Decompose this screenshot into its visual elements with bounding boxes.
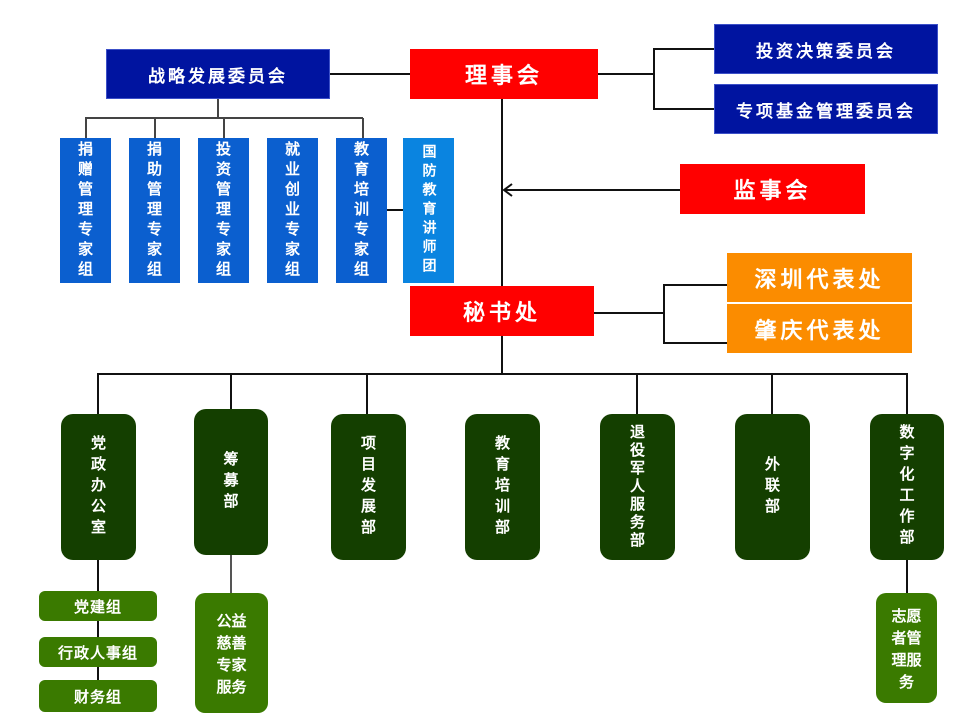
expert-group-education[interactable]: 教育培训专家组 xyxy=(336,138,387,283)
sub-group-label: 财务组 xyxy=(73,687,122,706)
sub-unit-label: 志愿者管理服务 xyxy=(891,607,922,691)
strategy-committee-box[interactable]: 战略发展委员会 xyxy=(106,49,330,99)
expert-group-label: 投资管理专家组 xyxy=(214,140,232,281)
fundraising-sub-unit[interactable]: 公益慈善专家服务 xyxy=(195,593,268,713)
rep-office-label: 深圳代表处 xyxy=(754,266,885,293)
dept-label: 外联部 xyxy=(763,455,781,519)
dept-external-relations[interactable]: 外联部 xyxy=(735,414,810,560)
expert-group-donation[interactable]: 捐赠管理专家组 xyxy=(60,138,111,283)
dept-label: 筹募部 xyxy=(221,450,240,514)
dept-label: 党政办公室 xyxy=(89,434,107,540)
expert-group-label: 国防教育讲师团 xyxy=(420,144,437,277)
special-fund-committee-label: 专项基金管理委员会 xyxy=(736,101,916,122)
expert-group-employment[interactable]: 就业创业专家组 xyxy=(267,138,318,283)
expert-group-label: 就业创业专家组 xyxy=(283,140,301,281)
special-fund-committee-box[interactable]: 专项基金管理委员会 xyxy=(714,84,938,134)
expert-group-label: 教育培训专家组 xyxy=(352,140,370,281)
group-finance[interactable]: 财务组 xyxy=(39,680,157,712)
expert-group-aid[interactable]: 捐助管理专家组 xyxy=(129,138,180,283)
board-label: 理事会 xyxy=(464,63,543,89)
expert-group-label: 捐赠管理专家组 xyxy=(76,140,94,281)
sub-unit-label: 公益慈善专家服务 xyxy=(216,612,247,696)
strategy-committee-label: 战略发展委员会 xyxy=(148,66,288,87)
dept-party-office[interactable]: 党政办公室 xyxy=(61,414,136,560)
bracket-reps xyxy=(663,284,727,344)
sub-group-label: 党建组 xyxy=(73,597,122,616)
bracket-committees xyxy=(653,48,714,110)
dept-project-development[interactable]: 项目发展部 xyxy=(331,414,406,560)
secretariat-box[interactable]: 秘书处 xyxy=(410,286,594,336)
dept-education-training[interactable]: 教育培训部 xyxy=(465,414,540,560)
rep-office-label: 肇庆代表处 xyxy=(754,317,885,344)
investment-committee-box[interactable]: 投资决策委员会 xyxy=(714,24,938,74)
dept-veteran-services[interactable]: 退役军人服务部 xyxy=(600,414,675,560)
volunteer-management-unit[interactable]: 志愿者管理服务 xyxy=(876,593,937,703)
dept-fundraising[interactable]: 筹募部 xyxy=(194,409,268,555)
dept-label: 退役军人服务部 xyxy=(628,424,646,550)
expert-group-label: 捐助管理专家组 xyxy=(145,140,163,281)
dept-label: 教育培训部 xyxy=(493,434,511,540)
rep-office-zhaoqing[interactable]: 肇庆代表处 xyxy=(727,304,912,353)
group-party-building[interactable]: 党建组 xyxy=(39,591,157,621)
rep-office-shenzhen[interactable]: 深圳代表处 xyxy=(727,253,912,302)
arrow-head-icon xyxy=(502,183,513,197)
supervisory-board-box[interactable]: 监事会 xyxy=(680,164,865,214)
secretariat-label: 秘书处 xyxy=(462,300,541,326)
lecturer-group-defense[interactable]: 国防教育讲师团 xyxy=(403,138,454,283)
dept-label: 数字化工作部 xyxy=(897,424,916,550)
investment-committee-label: 投资决策委员会 xyxy=(756,41,896,62)
dept-digital-work[interactable]: 数字化工作部 xyxy=(870,414,944,560)
expert-group-investment[interactable]: 投资管理专家组 xyxy=(198,138,249,283)
supervisory-board-label: 监事会 xyxy=(733,178,812,204)
board-box[interactable]: 理事会 xyxy=(410,49,598,99)
dept-label: 项目发展部 xyxy=(359,434,377,540)
group-admin-hr[interactable]: 行政人事组 xyxy=(39,637,157,667)
sub-group-label: 行政人事组 xyxy=(57,643,138,662)
